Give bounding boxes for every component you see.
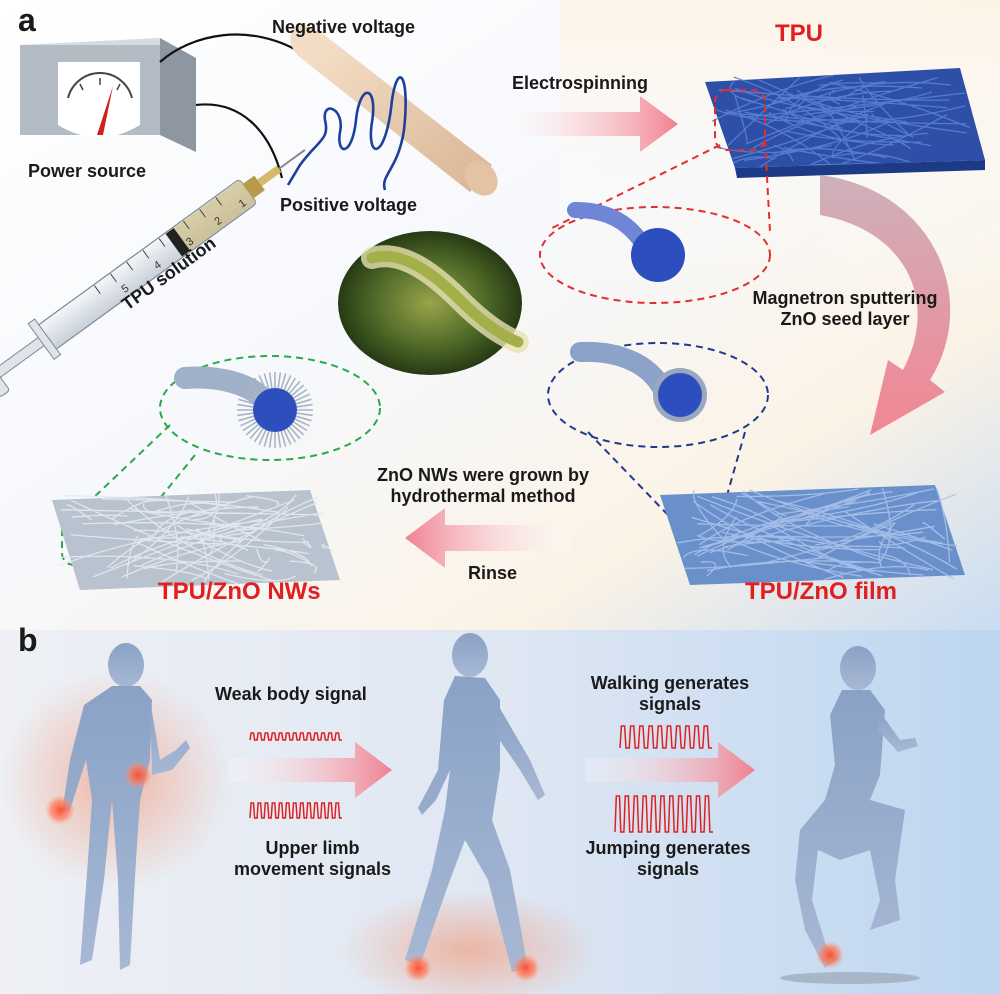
tpu-zno-nws-title: TPU/ZnO NWs <box>158 578 321 605</box>
zno-grown-line1: ZnO NWs were grown by <box>376 465 590 485</box>
nanowire-spikes <box>237 372 313 448</box>
ground-sensor-mat <box>780 972 920 984</box>
magnetron-label-line1: Magnetron sputtering <box>752 288 938 308</box>
positive-voltage-label: Positive voltage <box>280 195 418 215</box>
negative-wire <box>159 33 306 63</box>
fiber-texture <box>58 493 333 585</box>
panel-b-letter: b <box>18 622 38 658</box>
jumping-label: Jumping generates signals <box>563 838 773 879</box>
upper-limb-line2: movement signals <box>233 858 392 879</box>
upper-limb-label: Upper limb movement signals <box>225 838 400 879</box>
seeded-fiber-cross-section <box>570 341 707 422</box>
magnetron-label-line2: ZnO seed layer <box>780 308 910 329</box>
magnetron-label: Magnetron sputtering ZnO seed layer <box>730 288 960 329</box>
weak-body-waveform <box>249 732 342 741</box>
tpu-fiber-cross-section <box>567 202 685 282</box>
negative-voltage-label: Negative voltage <box>272 17 416 37</box>
jumping-waveform <box>614 795 713 833</box>
walking-line2: signals <box>638 693 702 714</box>
tpu-zno-film-title: TPU/ZnO film <box>745 578 897 605</box>
arrow-to-walking <box>228 742 392 798</box>
hotspots <box>45 761 844 982</box>
walking-person <box>405 633 545 972</box>
upper-limb-waveform <box>249 802 342 819</box>
tpu-title: TPU <box>775 20 823 47</box>
jumping-person <box>795 646 918 968</box>
electrospinning-arrow <box>505 96 678 152</box>
tpu-zno-film-mat <box>660 485 965 585</box>
jumping-line2: signals <box>636 858 700 879</box>
zno-grown-line2: hydrothermal method <box>390 485 576 506</box>
jumping-line1: Jumping generates <box>585 838 751 858</box>
rinse-label: Rinse <box>468 563 518 583</box>
foxtail-plant-photo <box>338 231 529 375</box>
panel-a-letter: a <box>18 2 36 38</box>
rinse-arrow <box>405 508 570 568</box>
electrospinning-label: Electrospinning <box>512 73 649 93</box>
collector-rod <box>290 25 498 196</box>
upper-limb-line1: Upper limb <box>265 838 360 858</box>
fiber-texture <box>677 487 958 581</box>
weak-body-signal-label: Weak body signal <box>215 684 367 704</box>
power-source-box <box>20 38 196 152</box>
walking-label: Walking generates signals <box>565 673 775 714</box>
power-source-label: Power source <box>28 161 147 181</box>
nanowire-fiber-cross-section <box>174 366 313 448</box>
arrow-to-jumping <box>585 742 755 798</box>
magnetron-curved-arrow <box>820 175 951 435</box>
tpu-mat <box>705 68 985 178</box>
walking-line1: Walking generates <box>590 673 750 693</box>
zno-grown-label: ZnO NWs were grown by hydrothermal metho… <box>352 465 614 506</box>
standing-person <box>62 643 190 970</box>
syringe: 5 4 3 2 1 <box>0 149 306 397</box>
walking-waveform <box>619 725 712 749</box>
tpu-zno-nws-mat <box>52 490 340 590</box>
electrospinning-jet <box>286 76 407 191</box>
positive-wire <box>195 103 284 179</box>
